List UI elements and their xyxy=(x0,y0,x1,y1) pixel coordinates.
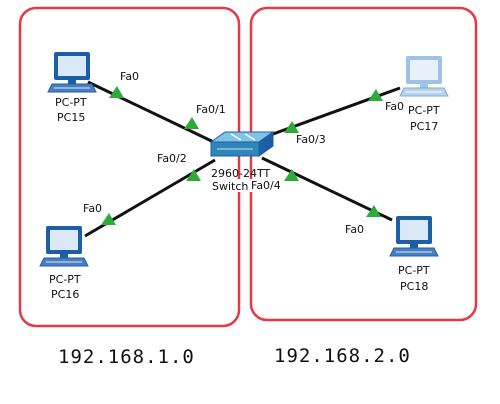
pc17-type-label: PC-PT xyxy=(408,104,440,117)
pc17-port-label: Fa0 xyxy=(385,100,404,113)
zone-left xyxy=(18,6,241,328)
pc18-computer-icon[interactable] xyxy=(389,216,439,257)
port-indicator-sw-fa03 xyxy=(284,121,299,133)
zone-right xyxy=(249,6,478,322)
pc16-type-label: PC-PT xyxy=(49,273,81,286)
switch-port-fa02-label: Fa0/2 xyxy=(157,152,187,165)
port-indicator-sw-fa04 xyxy=(284,169,299,181)
pc17-name-label: PC17 xyxy=(410,120,438,133)
pc16-computer-icon[interactable] xyxy=(39,226,89,267)
pc16-port-label: Fa0 xyxy=(83,202,102,215)
zone-right-network-label: 192.168.2.0 xyxy=(274,345,411,367)
switch-port-fa01-label: Fa0/1 xyxy=(196,103,226,116)
port-indicator-pc16 xyxy=(101,213,116,225)
switch-port-fa03-label: Fa0/3 xyxy=(296,133,326,146)
port-indicator-pc18 xyxy=(366,205,381,217)
switch-name-label-bg xyxy=(210,179,257,192)
pc18-type-label: PC-PT xyxy=(398,264,430,277)
link-pc15-switch[interactable] xyxy=(87,80,223,148)
pc15-type-label: PC-PT xyxy=(55,96,87,109)
port-indicator-sw-fa02 xyxy=(186,169,201,181)
pc16-name-label: PC16 xyxy=(51,288,79,301)
switch-icon[interactable] xyxy=(209,131,275,157)
zone-left-network-label: 192.168.1.0 xyxy=(58,346,195,368)
port-indicator-pc17 xyxy=(368,89,383,101)
pc17-computer-icon[interactable] xyxy=(399,56,449,97)
pc15-computer-icon[interactable] xyxy=(47,52,97,93)
pc15-port-label: Fa0 xyxy=(120,70,139,83)
link-pc18-switch[interactable] xyxy=(261,156,393,222)
switch-model-label: 2960-24TT xyxy=(211,167,270,180)
pc18-port-label: Fa0 xyxy=(345,223,364,236)
pc18-name-label: PC18 xyxy=(400,280,428,293)
pc15-name-label: PC15 xyxy=(57,111,85,124)
port-indicator-pc15 xyxy=(109,86,124,98)
port-indicator-sw-fa01 xyxy=(184,117,199,129)
switch-name-label: Switch xyxy=(212,180,248,193)
switch-port-fa04-label: Fa0/4 xyxy=(251,179,281,192)
